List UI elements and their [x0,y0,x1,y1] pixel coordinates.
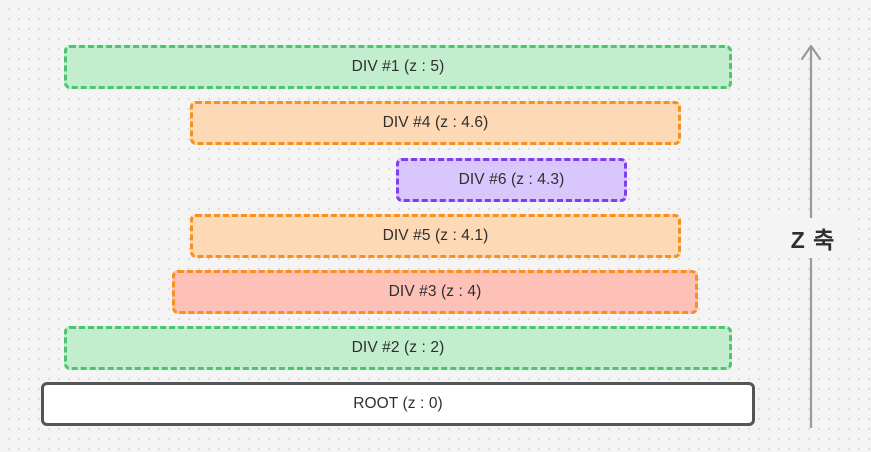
layer-label: ROOT (z : 0) [353,395,443,412]
layer-box-div-6: DIV #6 (z : 4.3) [396,158,627,202]
layer-box-div-3: DIV #3 (z : 4) [172,270,698,314]
layer-label: DIV #6 (z : 4.3) [458,171,565,188]
layer-label: DIV #4 (z : 4.6) [382,114,489,131]
layer-label: DIV #3 (z : 4) [388,283,482,300]
layer-label: DIV #2 (z : 2) [351,339,445,356]
layer-label: DIV #5 (z : 4.1) [382,227,489,244]
layer-label: DIV #1 (z : 5) [351,58,445,75]
layer-box-root: ROOT (z : 0) [41,382,755,426]
layer-box-div-2: DIV #2 (z : 2) [64,326,732,370]
layer-box-div-1: DIV #1 (z : 5) [64,45,732,89]
layer-box-div-5: DIV #5 (z : 4.1) [190,214,681,258]
z-axis-label: Z 축 [768,218,858,258]
layer-box-div-4: DIV #4 (z : 4.6) [190,101,681,145]
